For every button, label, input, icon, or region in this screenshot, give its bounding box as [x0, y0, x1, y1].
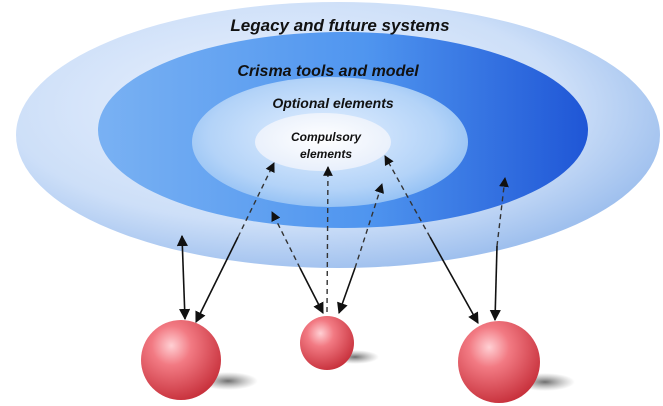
- arrow-middle-dashed-c: [354, 183, 384, 269]
- core-label-line1: Compulsory: [291, 130, 362, 144]
- sphere-right: [458, 321, 540, 403]
- core-ellipse: [255, 113, 391, 171]
- arrow-left-solid-a: [176, 234, 191, 321]
- outer-ring-label: Legacy and future systems: [230, 16, 449, 35]
- solid-arrows: [176, 234, 501, 324]
- arrow-right-solid-b: [489, 245, 501, 322]
- core-label-line2: elements: [300, 147, 352, 161]
- arrow-middle-solid-a: [299, 267, 324, 314]
- arrow-middle-dashed-a: [271, 211, 301, 269]
- sphere-left: [141, 320, 221, 400]
- arrow-middle-solid-b: [337, 267, 356, 315]
- dashed-arrows: [237, 155, 509, 313]
- arrow-right-dashed-b: [496, 177, 509, 247]
- arrow-left-dashed: [237, 162, 275, 238]
- arrow-left-solid-b: [195, 236, 239, 324]
- second-ring-label: Crisma tools and model: [237, 63, 419, 80]
- arrow-right-solid-a: [429, 236, 479, 324]
- third-ring-label: Optional elements: [272, 95, 394, 111]
- sphere-middle: [300, 316, 354, 370]
- arrow-right-dashed-a: [384, 155, 431, 238]
- arrow-middle-dashed-b: [323, 166, 333, 313]
